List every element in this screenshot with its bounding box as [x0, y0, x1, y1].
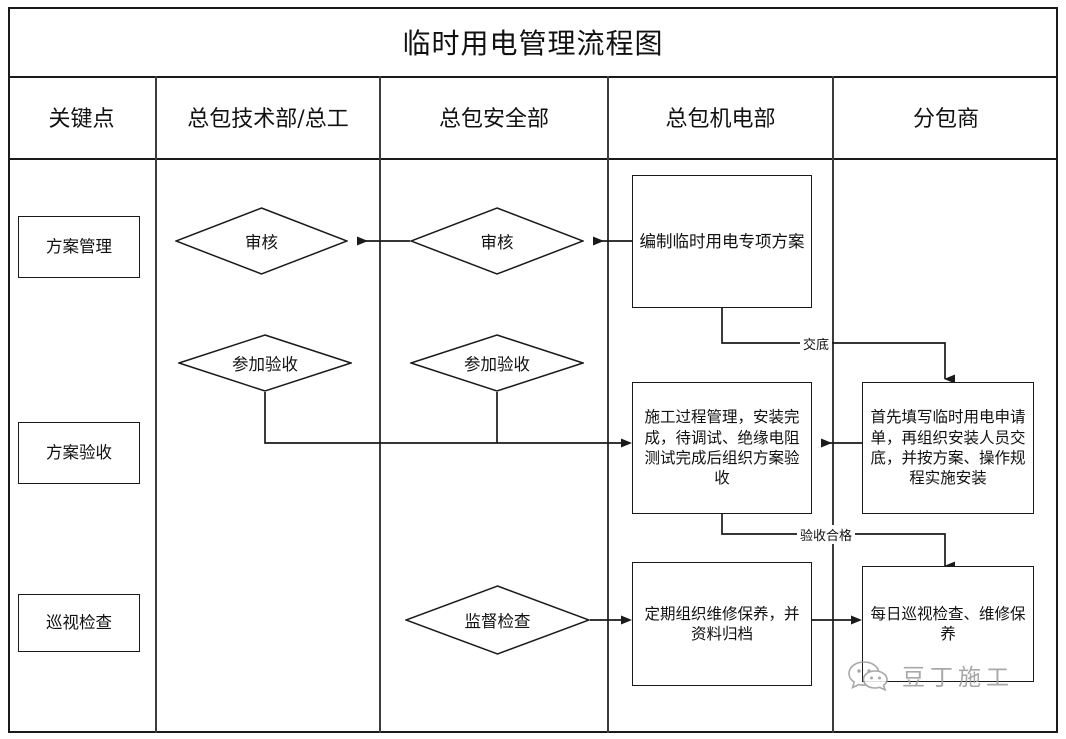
page-title: 临时用电管理流程图	[402, 26, 664, 60]
column-divider-2	[379, 76, 381, 733]
column-header-mech-elec-dept: 总包机电部	[665, 107, 776, 132]
header-divider	[8, 158, 1058, 160]
edge-label-disclosure: 交底	[800, 334, 833, 353]
column-divider-4	[832, 76, 834, 733]
watermark-text: 豆丁施工	[902, 665, 1014, 691]
column-header-tech-dept: 总包技术部/总工	[187, 107, 349, 132]
wechat-bubble-icon	[848, 658, 894, 692]
process-daily-patrol[interactable]: 每日巡视检查、维修保养	[862, 566, 1034, 682]
column-header-safety-dept: 总包安全部	[438, 107, 549, 132]
decision-review-safety[interactable]: 审核	[410, 207, 584, 275]
decision-supervise-check[interactable]: 监督检查	[405, 585, 590, 655]
watermark: 豆丁施工	[848, 658, 1014, 692]
key-point-plan-acceptance[interactable]: 方案验收	[18, 422, 140, 484]
process-periodic-maintenance[interactable]: 定期组织维修保养，并资料归档	[632, 562, 812, 686]
key-point-plan-management[interactable]: 方案管理	[18, 216, 140, 278]
decision-review-tech[interactable]: 审核	[175, 207, 348, 275]
column-header-key-points: 关键点	[48, 107, 115, 132]
column-divider-3	[607, 76, 609, 733]
process-draft-plan[interactable]: 编制临时用电专项方案	[632, 175, 812, 308]
title-divider	[8, 76, 1058, 78]
edge-label-acceptance-passed: 验收合格	[797, 525, 856, 544]
process-construction-management[interactable]: 施工过程管理，安装完成，待调试、绝缘电阻测试完成后组织方案验收	[632, 382, 812, 514]
column-header-subcontractor: 分包商	[912, 107, 979, 132]
chart-outer-border	[8, 7, 1058, 733]
column-divider-1	[155, 76, 157, 733]
process-fill-application[interactable]: 首先填写临时用电申请单，再组织安装人员交底，并按方案、操作规程实施安装	[862, 382, 1034, 514]
decision-join-acceptance-tech[interactable]: 参加验收	[178, 334, 352, 392]
decision-join-acceptance-safety[interactable]: 参加验收	[410, 334, 584, 392]
key-point-patrol-inspection[interactable]: 巡视检查	[18, 594, 140, 652]
